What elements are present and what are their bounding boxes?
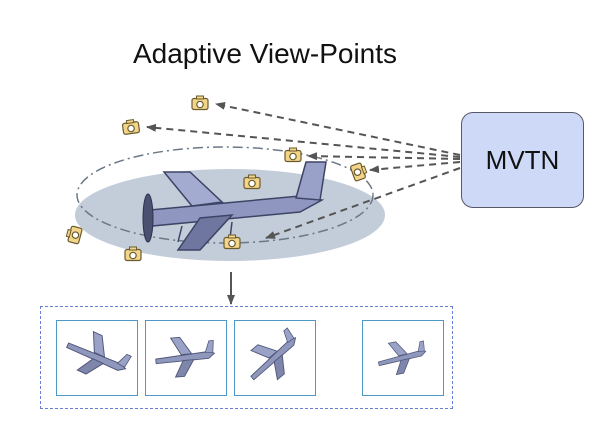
- camera-icon: [121, 118, 141, 136]
- rendered-view: [362, 320, 444, 396]
- camera-icon: [243, 174, 261, 190]
- airplane-icon: [142, 161, 327, 251]
- airplane-icon: [237, 322, 310, 392]
- camera-icon: [64, 224, 83, 245]
- arrow-to-camera: [307, 152, 461, 161]
- rendered-view: [145, 320, 227, 396]
- rendered-views-frame: ...: [40, 306, 453, 409]
- camera-icon: [124, 246, 142, 262]
- rendered-view: [234, 320, 316, 396]
- airplane-icon: [59, 323, 135, 389]
- airplane-icon: [374, 335, 430, 379]
- arrow-to-camera: [146, 123, 461, 158]
- arrow-to-camera: [265, 167, 461, 239]
- camera-icon: [223, 234, 241, 250]
- diagram-title: Adaptive View-Points: [132, 38, 398, 69]
- camera-icon: [191, 95, 209, 111]
- mvtn-label: MVTN: [485, 144, 560, 175]
- airplane-icon: [153, 333, 217, 380]
- mvtn-box: MVTN: [461, 112, 584, 208]
- arrow-to-camera: [369, 161, 461, 174]
- camera-icon: [284, 147, 302, 163]
- camera-icon: [349, 161, 369, 182]
- rendered-view: [56, 320, 138, 396]
- arrow-to-camera: [215, 101, 461, 156]
